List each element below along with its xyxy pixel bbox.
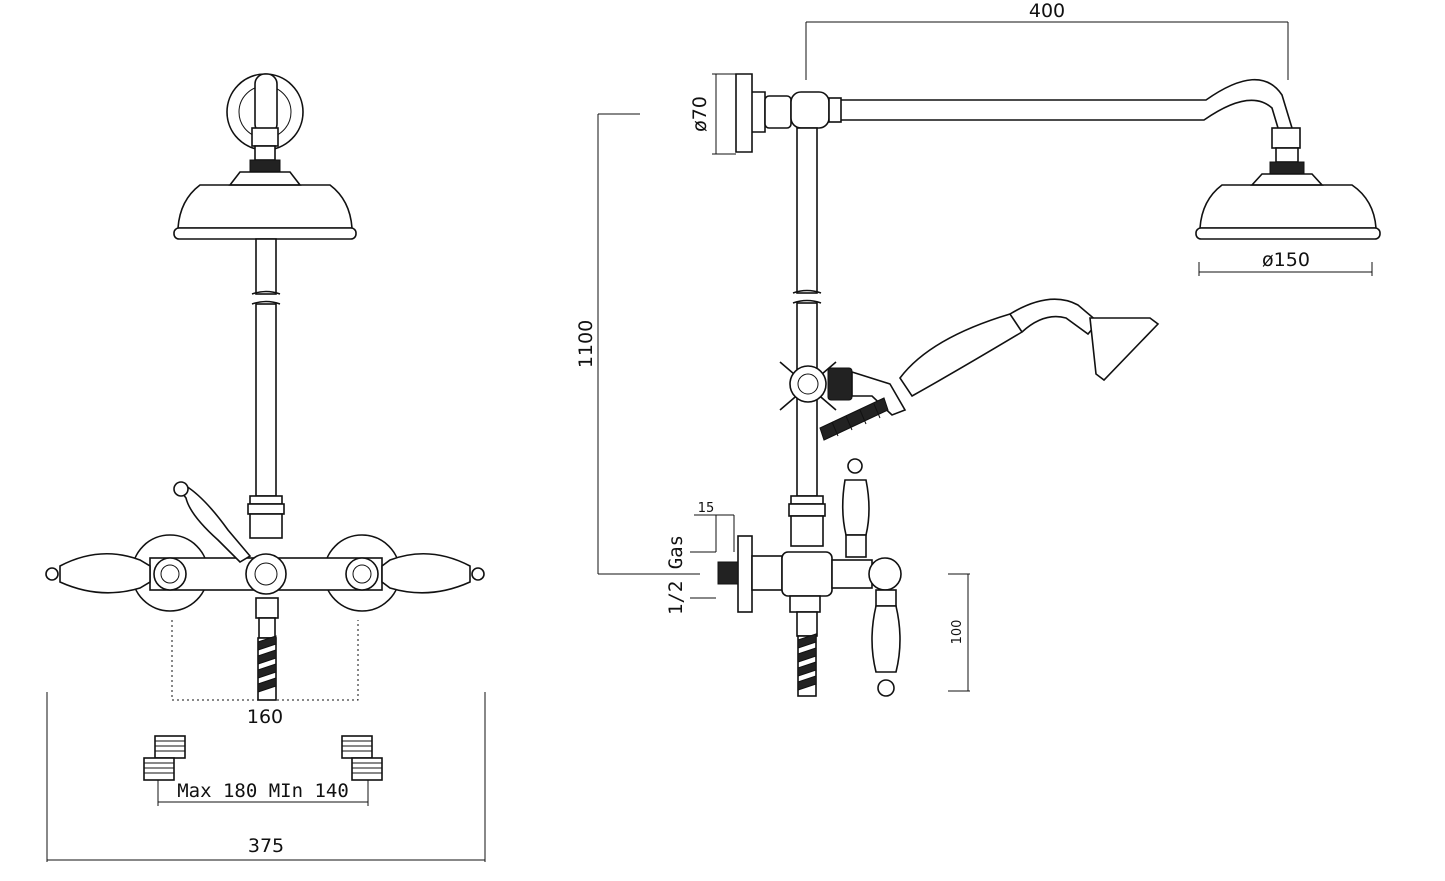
outlet-drop-label: 100	[950, 620, 965, 645]
front-head-nut	[249, 159, 281, 173]
left-eccentric-union	[143, 735, 186, 781]
side-tee-fitting	[790, 91, 830, 129]
side-mixer-body	[781, 551, 833, 597]
side-shower-head	[1199, 184, 1377, 229]
side-lower-handle	[871, 589, 901, 697]
front-view: Max 180 MIn 140 160 375	[45, 73, 486, 862]
side-wall-flange	[735, 73, 753, 153]
inlet-depth-label: 15	[698, 501, 715, 516]
side-mixer-flange	[737, 535, 753, 613]
front-hose	[257, 635, 277, 701]
front-riser-lower	[255, 303, 277, 497]
front-riser-upper	[255, 238, 277, 295]
front-left-handle	[59, 552, 151, 594]
connector-range-label: Max 180 MIn 140	[177, 780, 349, 802]
riser-height-label: 1100	[575, 320, 597, 368]
side-view: 400 ø70 ø150	[575, 0, 1381, 697]
front-shower-head	[177, 184, 353, 229]
front-diverter-lever	[178, 483, 252, 564]
head-diameter-label: ø150	[1262, 249, 1310, 271]
right-eccentric-union	[341, 735, 383, 781]
side-hose	[796, 611, 818, 697]
front-right-handle	[381, 552, 471, 594]
arm-length-label: 400	[1029, 0, 1065, 22]
overall-width-label: 375	[248, 835, 284, 857]
center-spacing-label: 160	[247, 706, 283, 728]
flange-diameter-label: ø70	[689, 96, 711, 132]
side-horizontal-arm	[841, 78, 1293, 129]
inlet-thread-label: 1/2 Gas	[665, 535, 687, 615]
side-riser-upper	[796, 127, 818, 294]
hand-shower	[819, 298, 1160, 441]
side-upper-handle	[841, 458, 870, 558]
front-arm	[254, 73, 278, 135]
side-slider-bracket	[779, 361, 853, 411]
